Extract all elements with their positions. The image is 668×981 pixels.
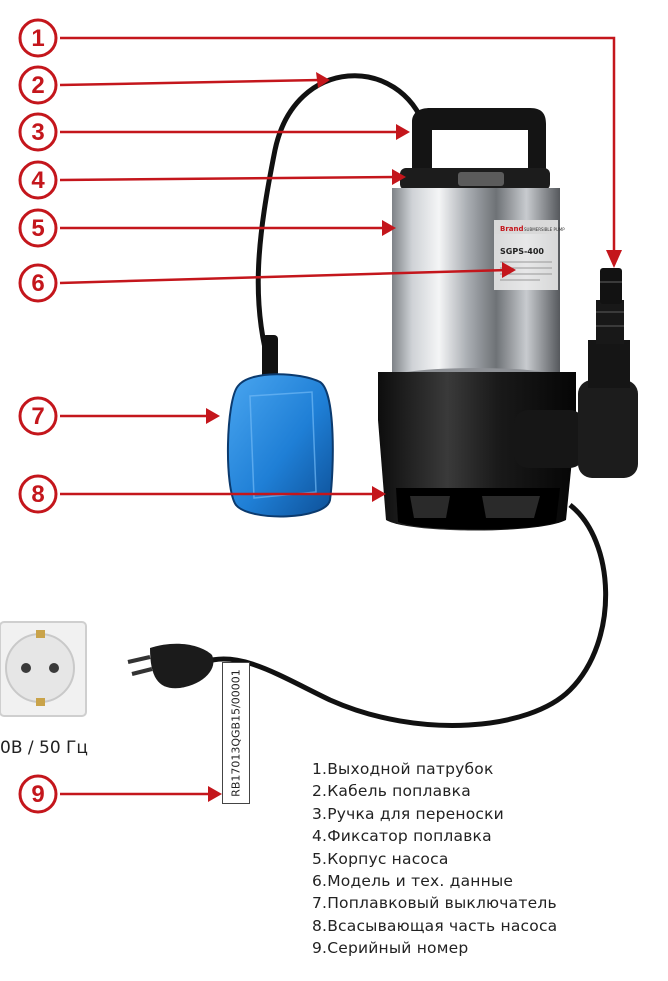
pump-label-tagline: SUBMERSIBLE PUMP bbox=[524, 227, 565, 232]
legend-item-body: 5.Корпус насоса bbox=[312, 848, 652, 870]
legend-item-serial: 9.Серийный номер bbox=[312, 937, 652, 959]
svg-text:6: 6 bbox=[31, 270, 44, 297]
float-holder bbox=[458, 172, 504, 186]
parts-legend: 1.Выходной патрубок 2.Кабель поплавка 3.… bbox=[312, 758, 652, 960]
serial-number-tag: RB17013QGB15/00001 bbox=[222, 662, 250, 804]
callout-7: 7 bbox=[20, 398, 56, 434]
legend-item-suction: 8.Всасывающая часть насоса bbox=[312, 915, 652, 937]
svg-text:7: 7 bbox=[31, 403, 44, 430]
power-cable bbox=[205, 505, 606, 725]
callout-4: 4 bbox=[20, 162, 56, 198]
svg-text:9: 9 bbox=[31, 781, 44, 808]
callout-6: 6 bbox=[20, 265, 56, 301]
callout-9: 9 bbox=[20, 776, 56, 812]
svg-text:4: 4 bbox=[31, 167, 45, 194]
legend-item-outlet: 1.Выходной патрубок bbox=[312, 758, 652, 780]
serial-number: RB17013QGB15/00001 bbox=[230, 665, 243, 801]
legend-item-float-switch: 7.Поплавковый выключатель bbox=[312, 892, 652, 914]
pump-label-brand: Brand bbox=[500, 225, 524, 233]
pump-label-model: SGPS-400 bbox=[500, 247, 544, 256]
svg-text:3: 3 bbox=[31, 119, 44, 146]
pump-label: Brand SUBMERSIBLE PUMP SGPS-400 bbox=[494, 220, 565, 290]
svg-text:2: 2 bbox=[31, 72, 44, 99]
callout-2: 2 bbox=[20, 67, 56, 103]
callout-5: 5 bbox=[20, 210, 56, 246]
svg-text:8: 8 bbox=[31, 481, 44, 508]
callout-1: 1 bbox=[20, 20, 56, 56]
legend-item-float-holder: 4.Фиксатор поплавка bbox=[312, 825, 652, 847]
legend-item-handle: 3.Ручка для переноски bbox=[312, 803, 652, 825]
callout-8: 8 bbox=[20, 476, 56, 512]
callout-3: 3 bbox=[20, 114, 56, 150]
legend-item-float-cable: 2.Кабель поплавка bbox=[312, 780, 652, 802]
legend-item-model-data: 6.Модель и тех. данные bbox=[312, 870, 652, 892]
carry-handle bbox=[412, 108, 546, 172]
power-plug bbox=[128, 644, 213, 688]
svg-text:1: 1 bbox=[31, 25, 44, 52]
svg-text:5: 5 bbox=[31, 215, 44, 242]
voltage-label: 0В / 50 Гц bbox=[0, 738, 88, 758]
wall-socket bbox=[0, 622, 86, 716]
